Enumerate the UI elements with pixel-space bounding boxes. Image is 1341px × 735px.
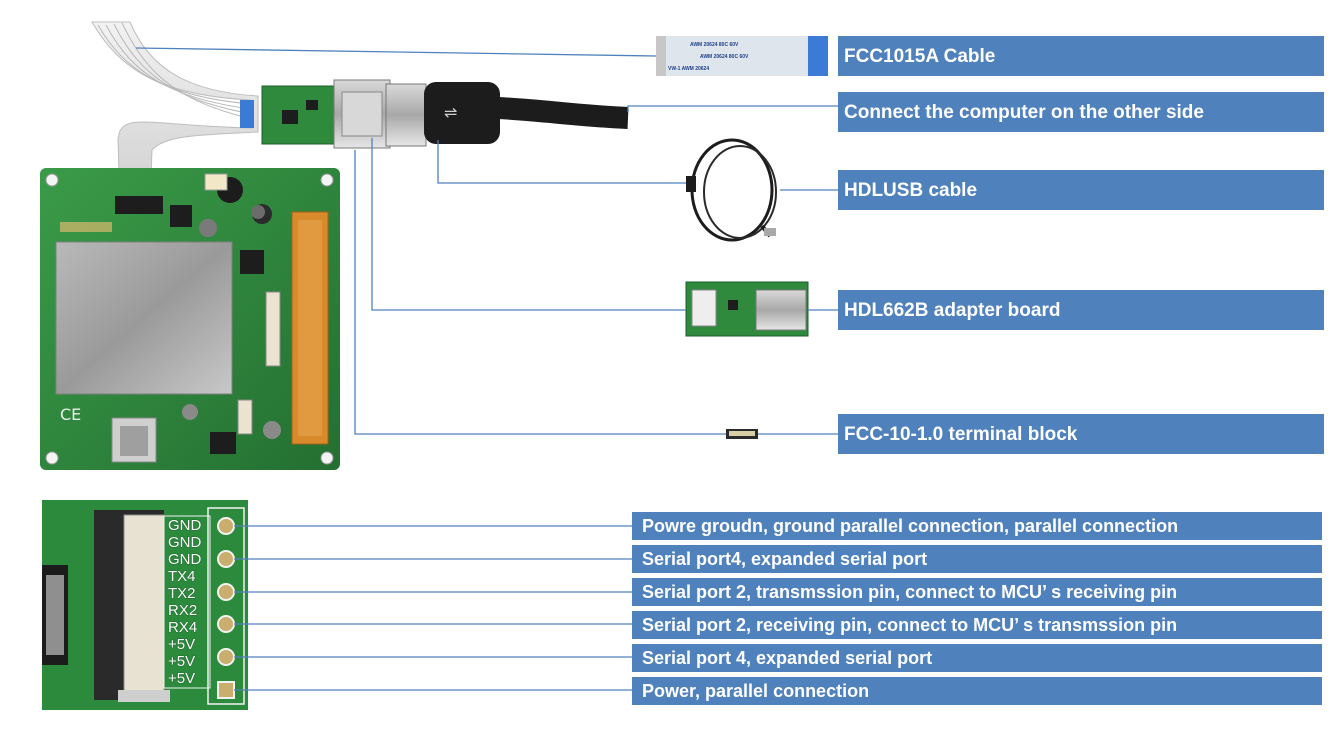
callout-fcc-cable: FCC1015A Cable xyxy=(838,36,1324,76)
pin-callout-3: Serial port 2, transmssion pin, connect … xyxy=(632,578,1322,606)
pin-callout-2: Serial port4, expanded serial port xyxy=(632,545,1322,573)
leader-adapter xyxy=(371,138,838,311)
pin-label-rx2: RX2 xyxy=(168,602,198,619)
cable-print-line-1: AWM 20624 80C 60V xyxy=(690,42,739,48)
pin-closeup-photo xyxy=(42,500,248,710)
leader-fcc-cable xyxy=(135,47,657,57)
hdl662b-board-thumbnail xyxy=(685,281,809,337)
pin-label-5v-2: +5V xyxy=(168,653,196,670)
pin-label-rx4: RX4 xyxy=(168,619,198,636)
adapter-board-top: ⇌ xyxy=(261,79,629,149)
pin-label-tx2: TX2 xyxy=(168,585,196,602)
pin-label-5v-1: +5V xyxy=(168,636,196,653)
hdlusb-cable-coil xyxy=(686,138,777,242)
leader-lines xyxy=(135,47,838,691)
pin-label-gnd-2: GND xyxy=(168,534,202,551)
svg-text:⇌: ⇌ xyxy=(444,103,457,122)
pin-callout-5: Serial port 4, expanded serial port xyxy=(632,644,1322,672)
pin-label-gnd-3: GND xyxy=(168,551,202,568)
pin-label-5v-3: +5V xyxy=(168,670,196,687)
pin-callout-1: Powre groudn, ground parallel connection… xyxy=(632,512,1322,540)
callout-connect-computer: Connect the computer on the other side xyxy=(838,92,1324,132)
callout-adapter-board: HDL662B adapter board xyxy=(838,290,1324,330)
main-display-board: CE xyxy=(40,168,340,470)
leader-connect-computer xyxy=(627,105,838,112)
svg-text:CE: CE xyxy=(60,405,81,424)
cable-print-line-2: AWM 20624 80C 60V xyxy=(700,54,749,60)
cable-print-line-3: VW-1 AWM 20624 xyxy=(668,66,710,72)
terminal-block-thumbnail xyxy=(726,429,758,439)
callout-terminal-block: FCC-10-1.0 terminal block xyxy=(838,414,1324,454)
pin-callout-6: Power, parallel connection xyxy=(632,677,1322,705)
leader-terminal xyxy=(354,150,838,435)
pin-callout-4: Serial port 2, receiving pin, connect to… xyxy=(632,611,1322,639)
fcc-cable-thumbnail xyxy=(656,36,828,76)
leader-hdlusb xyxy=(437,140,838,191)
callout-hdlusb-cable: HDLUSB cable xyxy=(838,170,1324,210)
pin-label-gnd-1: GND xyxy=(168,517,202,534)
pin-label-tx4: TX4 xyxy=(168,568,196,585)
